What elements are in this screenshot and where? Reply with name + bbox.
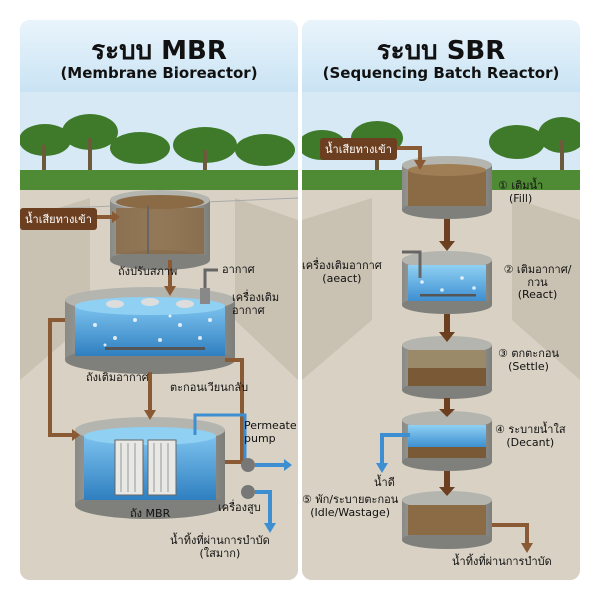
mbr-panel: ระบบ MBR (Membrane Bioreactor) น้ำเสียทา…: [20, 20, 298, 580]
mbr-arrowheads: [72, 211, 176, 441]
sbr-inflow-label: น้ำเสียทางเข้า: [320, 138, 397, 160]
sbr-aerator-label: เครื่องเติมอากาศ (aeact): [302, 259, 382, 285]
sbr-title: ระบบ SBR: [376, 36, 506, 66]
sbr-tank-idle: [402, 491, 492, 549]
air-label: อากาศ: [222, 263, 255, 276]
sbr-tank-settle: [402, 336, 492, 399]
sbr-step-idle: ⑤ พัก/ระบายตะกอน (Idle/Wastage): [302, 493, 399, 519]
sbr-clear-water-label: น้ำดี: [374, 476, 395, 489]
mbr-inflow-label: น้ำเสียทางเข้า: [20, 208, 97, 230]
mbr-title: ระบบ MBR: [91, 36, 227, 66]
sbr-step-settle: ③ ตกตะกอน (Settle): [498, 347, 559, 373]
sbr-outflow-label: น้ำทิ้งที่ผ่านการบำบัด: [452, 555, 552, 568]
membrane-modules: [114, 439, 177, 496]
blower-unit: [200, 288, 210, 304]
sbr-step-decant: ④ ระบายน้ำใส (Decant): [495, 423, 566, 449]
mbr-tank: [75, 417, 225, 519]
equalization-tank: [110, 190, 210, 270]
mbr-subtitle: (Membrane Bioreactor): [60, 64, 258, 82]
sbr-background: [302, 20, 580, 580]
sbr-step-react: ② เติมอากาศ/กวน (React): [503, 263, 572, 302]
sbr-step-fill: ① เติมน้ำ (Fill): [498, 179, 544, 205]
mbr-tank-label: ถัง MBR: [130, 507, 171, 520]
sludge-return-label: ตะกอนเวียนกลับ: [170, 381, 249, 394]
sbr-panel: ระบบ SBR (Sequencing Batch Reactor) น้ำเ…: [302, 20, 580, 580]
mbr-outflow-label: น้ำทิ้งที่ผ่านการบำบัด (ใสมาก): [170, 534, 270, 560]
sbr-tank-fill: [402, 156, 492, 219]
sbr-step-arrows: [439, 219, 455, 496]
permeate-pump-icon: [241, 458, 255, 472]
aeration-tank: [65, 287, 235, 374]
equalization-label: ถังปรับสภาพ: [118, 265, 178, 278]
suction-pump-label: เครื่องสูบ: [218, 501, 261, 514]
permeate-pump-label: Permeate pump: [244, 419, 297, 445]
palm-trees: [20, 114, 298, 192]
sbr-subtitle: (Sequencing Batch Reactor): [322, 64, 560, 82]
sbr-tank-react: [402, 251, 492, 314]
aeration-tank-label: ถังเติมอากาศ: [86, 371, 149, 384]
blower-label: เครื่องเติม อากาศ: [232, 291, 280, 317]
mbr-background: [20, 20, 298, 580]
suction-pump-icon: [241, 485, 255, 499]
sbr-tank-decant: [402, 411, 492, 471]
